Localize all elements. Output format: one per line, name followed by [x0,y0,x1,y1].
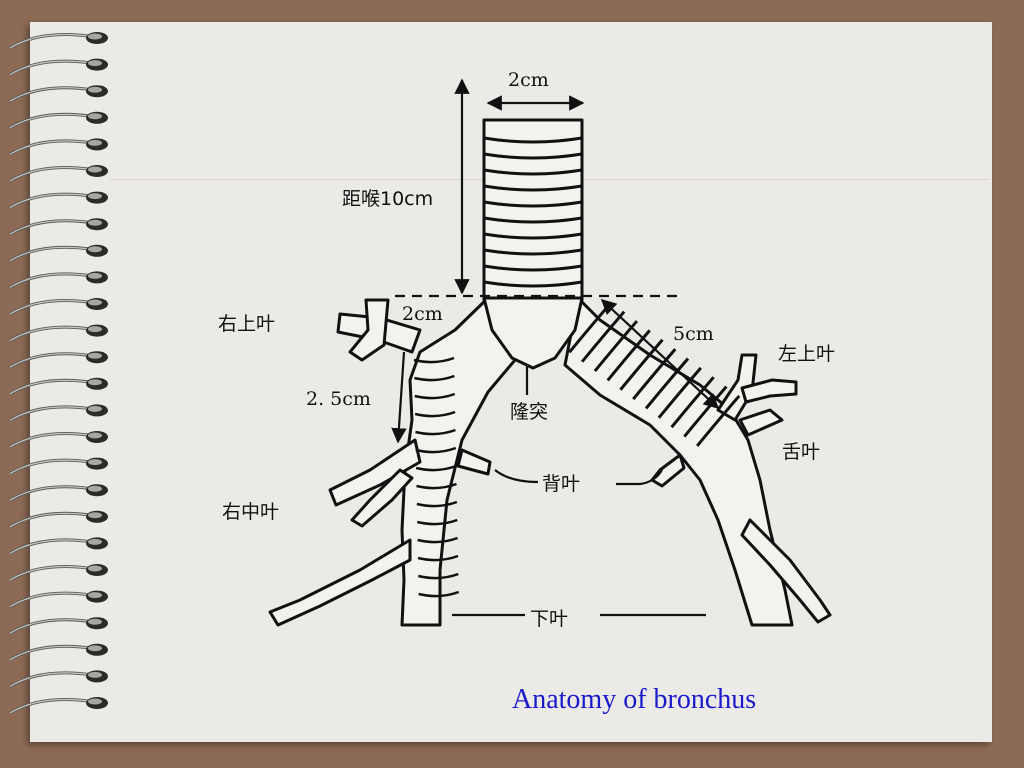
label-trachea-width: 2cm [508,69,549,91]
diagram-labels: 2cm 距喉10cm 2cm 5cm 右上叶 左上叶 2. 5cm 隆突 舌叶 … [218,69,835,630]
right-bronchus-rings [413,356,460,598]
label-right-intermediate-length: 2. 5cm [306,388,371,410]
right-bronchus-ring [417,554,459,562]
left-lower-branch [740,518,832,624]
label-right-upper-lobe: 右上叶 [218,313,275,335]
left-lingula-branch [650,453,686,488]
right-bronchus-ring [415,428,456,436]
left-upper-lobe-branch [740,378,798,404]
label-left-main-length: 5cm [673,323,714,345]
spiral-ring [9,590,108,608]
spiral-ring [9,218,108,236]
spiral-ring [9,377,108,396]
spiral-ring [9,457,108,475]
spiral-ring [9,643,108,662]
spiral-ring [9,484,108,502]
spiral-ring [9,351,108,369]
spiral-ring [9,324,108,342]
right-intermediate-arrow [391,351,407,444]
right-bronchus-ring [415,464,457,472]
spiral-ring [9,298,108,316]
right-bronchus-ring [416,518,458,526]
lingula-bronchus [738,408,784,437]
right-bronchus-ring [413,356,455,364]
left-bronchus-ring [695,394,741,447]
right-bronchus-ring [415,446,457,454]
spiral-binding [9,32,108,715]
label-superior-segment: 背叶 [542,473,580,495]
trachea-ring [483,232,583,240]
superior-segment-bronchus [456,448,492,476]
right-bronchus-ring [418,572,459,580]
spiral-ring [9,32,108,50]
trachea-ring [483,136,583,144]
right-upper-lobe-branch [348,298,390,362]
right-bronchus-ring [416,500,458,508]
trachea-rings [483,136,583,288]
label-carina: 隆突 [510,401,548,423]
label-lingula: 舌叶 [782,441,820,463]
spiral-ring [9,697,108,715]
left-upper-lobe-bronchus [716,353,758,422]
right-bronchus-ring [416,482,457,490]
spiral-ring [9,431,108,449]
right-bronchus-ring [414,410,456,418]
spiral-ring [9,244,108,263]
label-right-middle-lobe: 右中叶 [222,501,279,523]
spiral-ring [9,85,108,103]
superior-segment-leader-right [616,469,663,486]
spiral-ring [9,165,108,183]
spiral-ring [9,271,108,289]
trachea [482,118,584,302]
label-trachea-length: 距喉10cm [342,188,433,210]
right-bronchus-ring [417,536,459,544]
trachea-ring [483,152,583,160]
trachea-ring [483,216,583,224]
superior-segment-leader [494,469,539,484]
label-right-main-length: 2cm [402,303,443,325]
trachea-ring [483,248,583,256]
spiral-ring [9,138,108,156]
spiral-ring [9,617,108,635]
left-bronchus-ring [683,385,728,438]
carina-region [482,296,584,370]
right-bronchus-ring [418,590,460,598]
label-left-upper-lobe: 左上叶 [778,343,835,365]
trachea-ring [483,168,583,176]
right-middle-lobe-bronchus [328,438,422,507]
spiral-ring [9,404,108,422]
spiral-ring [9,537,108,555]
right-lower-branch [268,538,412,627]
spiral-ring [9,191,108,209]
spiral-ring [9,670,108,688]
trachea-ring [483,200,583,208]
trachea-ring [483,264,583,272]
label-lower-lobe: 下叶 [530,608,568,630]
measurement-lines [391,78,720,617]
caption: Anatomy of bronchus [512,684,757,715]
right-middle-lobe-branch [350,468,414,528]
spiral-ring [9,111,108,130]
spiral-ring [9,58,108,76]
trachea-ring [483,280,583,288]
spiral-ring [9,564,108,582]
left-main-length-arrow [600,298,720,410]
right-bronchus-ring [414,392,456,400]
spiral-ring [9,510,108,529]
trachea-ring [483,184,583,192]
right-bronchus-ring [414,374,455,382]
